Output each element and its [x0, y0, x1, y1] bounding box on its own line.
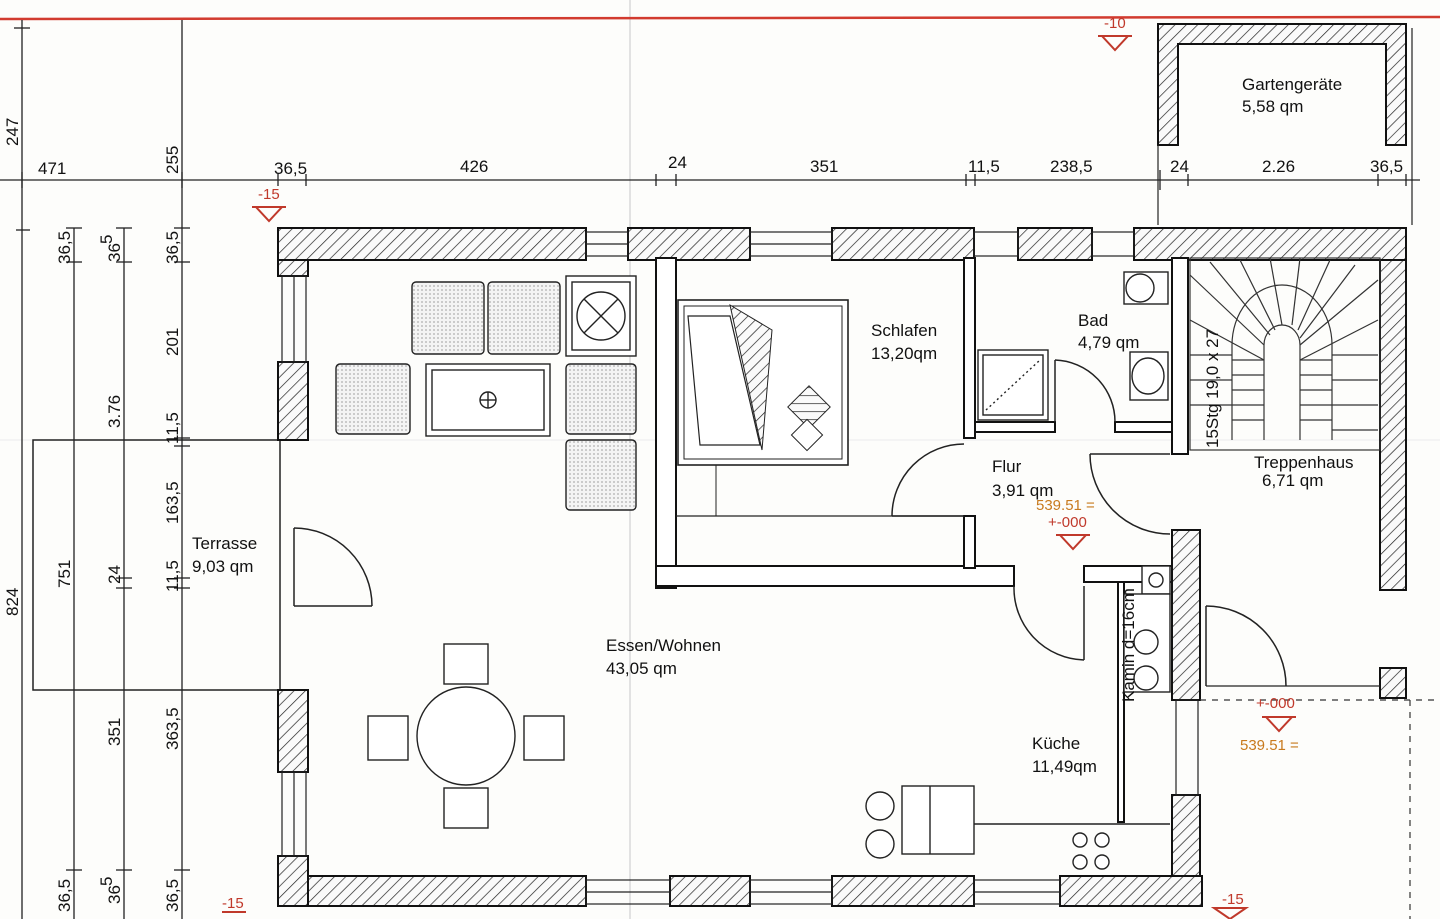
level-top-mid: -10 — [1104, 15, 1126, 32]
room-name-schlafen: Schlafen — [871, 321, 937, 340]
dim-top-36-5-a: 36,5 — [274, 159, 307, 178]
dining-set — [367, 643, 565, 829]
dim-terrace-751: 751 — [55, 560, 74, 588]
dim-col-b-top-sup: 5 — [97, 235, 116, 244]
dim-top-471: 471 — [38, 159, 66, 178]
room-name-flur: Flur — [992, 457, 1022, 476]
side-table — [565, 275, 637, 357]
kitchen-fixtures — [865, 565, 1171, 870]
dim-col-c-163-5: 163,5 — [163, 481, 182, 524]
windows — [281, 231, 1199, 905]
room-name-gartengeraete: Gartengeräte — [1242, 75, 1342, 94]
interior-walls — [655, 257, 1189, 823]
room-area-essen-wohnen: 43,05 qm — [606, 659, 677, 678]
dim-col-b-top: 36 — [105, 243, 124, 262]
dim-col-b-bottom-sup: 5 — [97, 877, 116, 886]
terrace-outline — [32, 439, 281, 691]
dim-top-24-b: 24 — [1170, 157, 1189, 176]
dim-top-36-5-b: 36,5 — [1370, 157, 1403, 176]
dim-top-351: 351 — [810, 157, 838, 176]
room-area-schlafen: 13,20qm — [871, 344, 937, 363]
level-flur-value: 539.51 = — [1036, 497, 1095, 514]
dim-col-c-11-5-b: 11,5 — [163, 560, 182, 592]
dim-top-24-a: 24 — [668, 153, 687, 172]
coffee-table — [425, 363, 551, 437]
level-top-left: -15 — [258, 186, 280, 203]
room-name-terrasse: Terrasse — [192, 534, 257, 553]
dim-col-b-bottom: 36 — [105, 885, 124, 904]
dashed-outline — [1200, 699, 1440, 919]
dim-left-824: 824 — [3, 588, 22, 616]
exterior-walls — [277, 227, 1407, 907]
room-name-kueche: Küche — [1032, 734, 1080, 753]
dim-col-b-351: 351 — [105, 718, 124, 746]
level-markers — [222, 35, 1296, 919]
dim-col-a-bottom: 36,5 — [55, 879, 74, 912]
dim-top-255: 255 — [163, 146, 182, 174]
property-line — [0, 15, 1440, 21]
garden-shed — [1157, 23, 1407, 146]
level-stair-value: 539.51 = — [1240, 737, 1299, 754]
staircase — [1189, 257, 1381, 451]
dim-col-a-top: 36,5 — [55, 231, 74, 264]
room-area-bad: 4,79 qm — [1078, 333, 1139, 352]
level-bottom-right: -15 — [1222, 891, 1244, 908]
stairs-label: 15Stg 19,0 x 27 — [1203, 329, 1222, 448]
dim-top-426: 426 — [460, 157, 488, 176]
room-name-treppenhaus: Treppenhaus — [1254, 453, 1354, 472]
room-name-essen-wohnen: Essen/Wohnen — [606, 636, 721, 655]
room-area-gartengeraete: 5,58 qm — [1242, 97, 1303, 116]
level-bottom-left: -15 — [222, 895, 244, 912]
dim-col-c-36-5-top: 36,5 — [163, 231, 182, 264]
room-name-bad: Bad — [1078, 311, 1108, 330]
dim-col-c-36-5-bottom: 36,5 — [163, 879, 182, 912]
level-flur-zero: +-000 — [1048, 514, 1087, 531]
dim-col-b-376: 3.76 — [105, 395, 124, 428]
room-area-treppenhaus: 6,71 qm — [1262, 471, 1323, 490]
room-area-kueche: 11,49qm — [1032, 757, 1097, 776]
bath-fixtures — [977, 271, 1169, 421]
level-stair-zero: +-000 — [1256, 695, 1295, 712]
dim-col-b-24: 24 — [105, 565, 124, 584]
dimension-lines-left — [14, 20, 190, 919]
bed — [677, 299, 849, 466]
dim-col-c-363-5: 363,5 — [163, 707, 182, 750]
dim-top-238-5: 238,5 — [1050, 157, 1093, 176]
room-area-flur: 3,91 qm — [992, 481, 1053, 500]
dim-left-247: 247 — [3, 118, 22, 146]
dim-top-2-26: 2.26 — [1262, 157, 1295, 176]
dim-top-11-5: 11,5 — [968, 157, 1000, 176]
dim-col-c-11-5-a: 11,5 — [163, 412, 182, 444]
dim-col-c-201: 201 — [163, 328, 182, 356]
sofa — [335, 281, 637, 511]
room-area-terrasse: 9,03 qm — [192, 557, 253, 576]
kamin-label: Kamin d=16cm — [1119, 588, 1138, 702]
